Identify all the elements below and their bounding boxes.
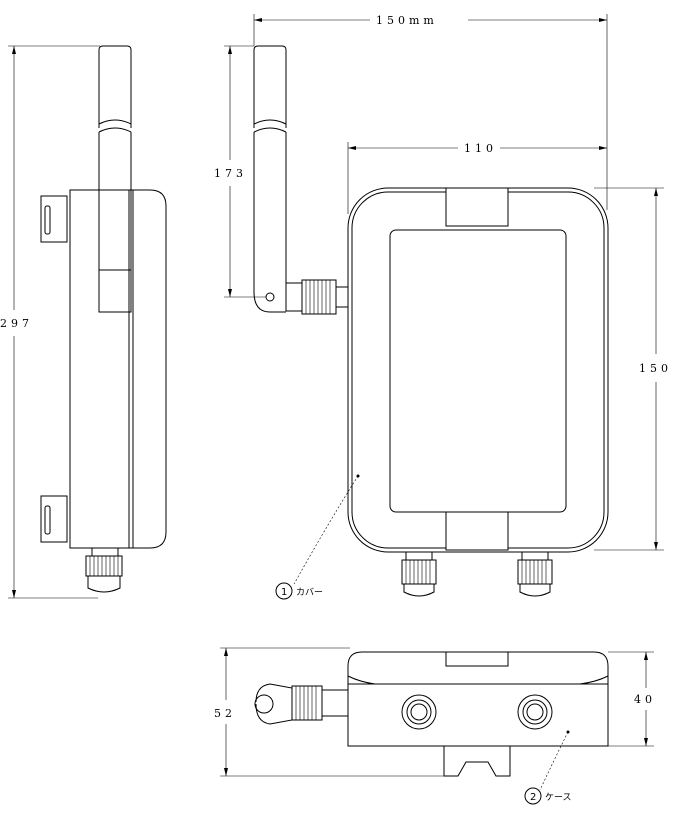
callout-cover: 1 カバー <box>275 474 360 600</box>
dimension-40: 40 <box>608 651 656 747</box>
dimension-297-label: 297 <box>0 317 33 330</box>
dimension-297: 297 <box>0 45 100 599</box>
bottom-view <box>254 651 609 777</box>
dimension-150: 150 <box>594 187 672 551</box>
side-view <box>40 45 167 593</box>
dimension-173-label: 173 <box>214 167 247 180</box>
dimension-110: 110 <box>347 142 607 214</box>
dimension-110-label: 110 <box>464 142 497 155</box>
dimension-150mm-label: 150mm <box>376 14 438 27</box>
dimension-52: 52 <box>214 647 444 777</box>
callout-case: 2 ケース <box>524 730 572 805</box>
dimension-173: 173 <box>214 45 266 298</box>
dimension-150-label: 150 <box>639 362 672 375</box>
callout-2-label: ケース <box>545 792 572 803</box>
callout-1-label: カバー <box>296 587 323 598</box>
front-view <box>253 45 609 597</box>
dimension-40-label: 40 <box>634 693 656 706</box>
dimension-52-label: 52 <box>214 707 236 720</box>
callout-2-number: 2 <box>530 792 536 803</box>
dimension-150mm: 150mm <box>253 14 608 210</box>
callout-1-number: 1 <box>281 587 287 598</box>
